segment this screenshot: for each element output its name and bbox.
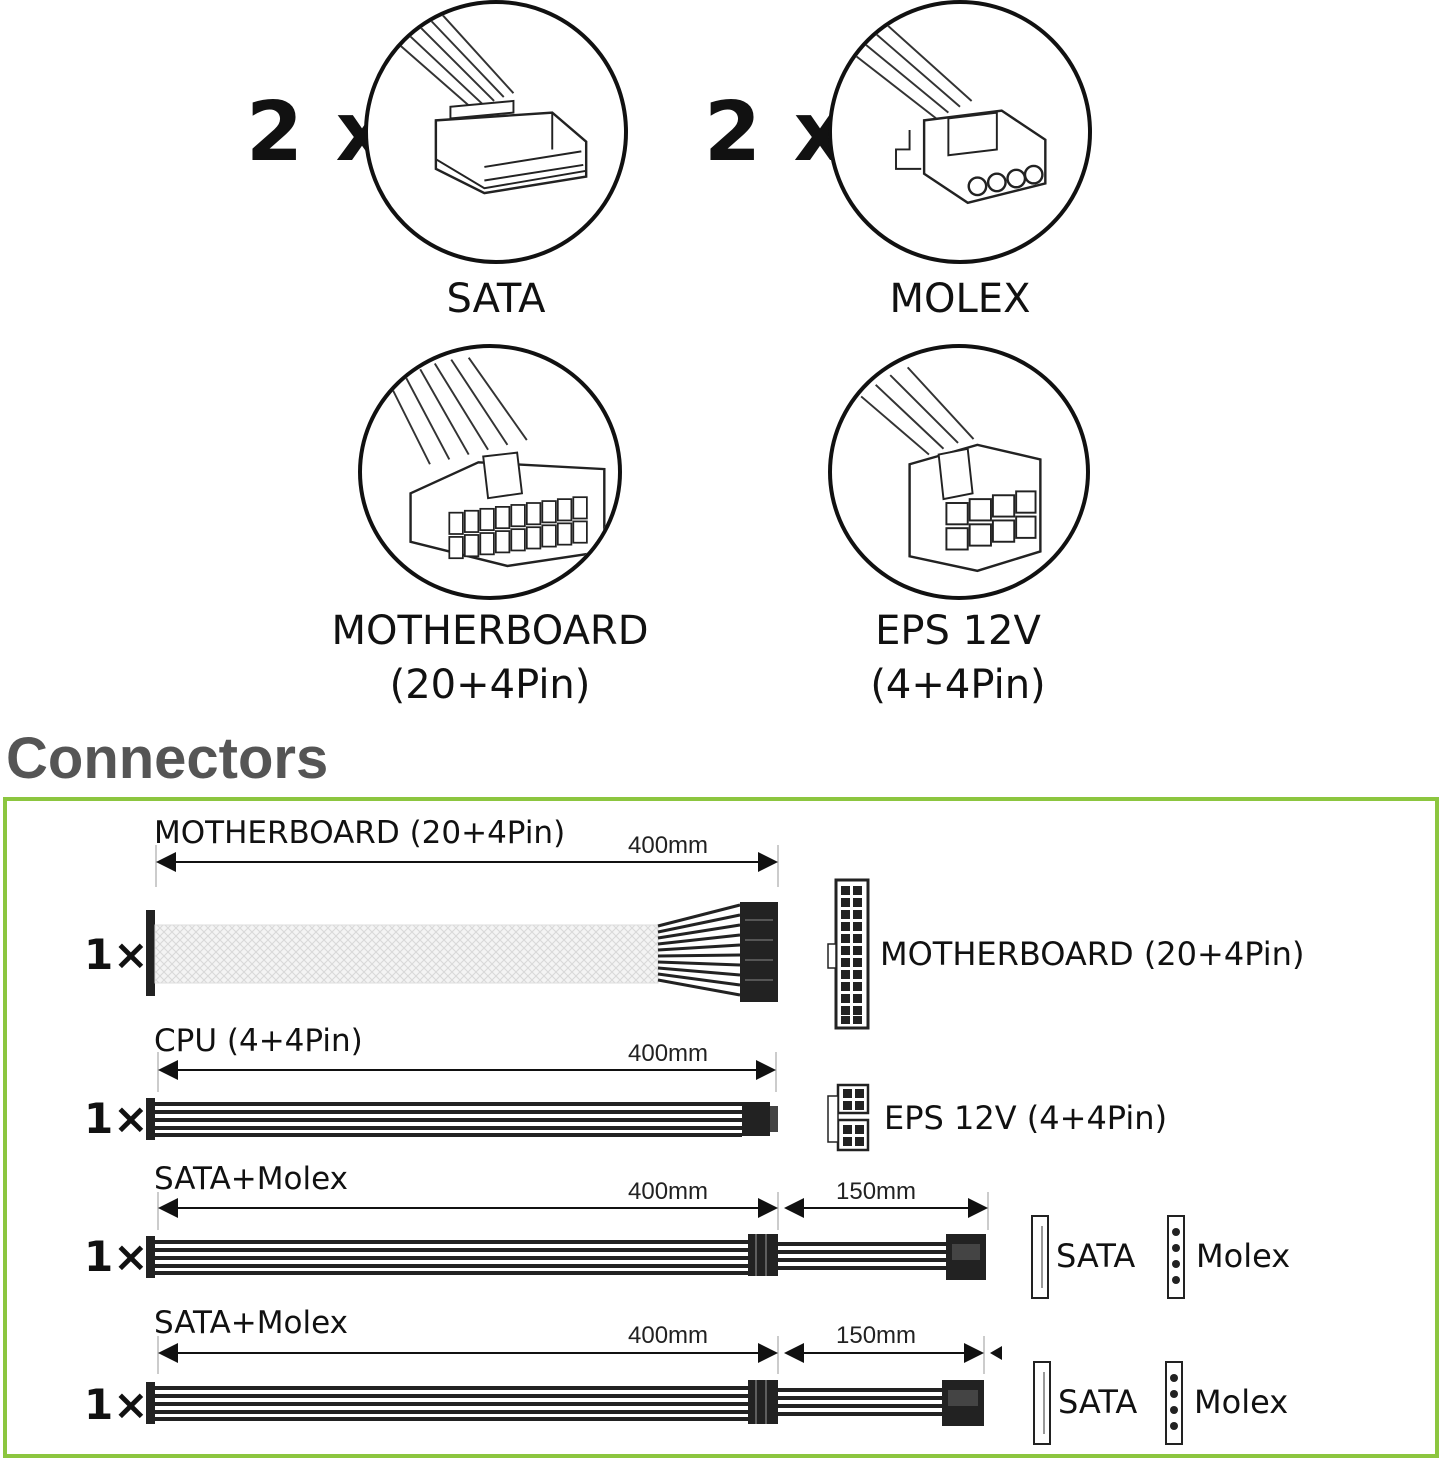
cable-name: SATA+Molex [154,1305,348,1341]
motherboard-label: MOTHERBOARD (20+4Pin) [260,604,720,712]
sata-label-line: SATA [446,276,546,322]
section-title: Connectors [6,726,329,791]
molex-plug-label: Molex [1196,1237,1291,1275]
cable-length: 400mm [628,1040,709,1067]
molex-label: MOLEX [730,272,1190,326]
sata-connector-icon [364,0,628,264]
cable-quantity: 1× [84,1232,149,1281]
eps-plug-pins [843,1089,864,1146]
cable-name: CPU (4+4Pin) [154,1023,363,1059]
motherboard-label-line-2: (20+4Pin) [389,662,591,708]
cable-name: MOTHERBOARD (20+4Pin) [154,815,566,851]
motherboard-plug-pins [841,886,862,1024]
cpu-cable [146,1052,870,1152]
cable-extension-length: 150mm [836,1178,917,1205]
sata-plug-label: SATA [1058,1383,1138,1421]
plug-label: MOTHERBOARD (20+4Pin) [880,935,1305,973]
eps-label-line-2: (4+4Pin) [870,662,1046,708]
motherboard-label-line-1: MOTHERBOARD [331,608,649,654]
molex-plug-label: Molex [1194,1383,1289,1421]
cable-quantity: 1× [84,1380,149,1429]
cable-extension-length: 150mm [836,1322,917,1349]
cable-length: 400mm [628,1178,709,1205]
eps-connector-icon [828,344,1090,600]
cable-name: SATA+Molex [154,1161,348,1197]
sata-plug-label: SATA [1056,1237,1136,1275]
molex-connector-icon [828,0,1092,264]
motherboard-connector-icon [358,344,622,600]
eps-label: EPS 12V (4+4Pin) [728,604,1188,712]
sata-molex-cable-1 [146,1192,1185,1299]
cables-panel [3,797,1439,1458]
cable-quantity: 1× [84,1094,149,1143]
cable-length: 400mm [628,1322,709,1349]
molex-label-line: MOLEX [889,276,1031,322]
sata-molex-cable-2 [146,1336,1183,1445]
motherboard-cable [146,845,870,1030]
plug-label: EPS 12V (4+4Pin) [884,1099,1168,1137]
cable-length: 400mm [628,832,709,859]
molex-quantity: 2 x [704,85,849,180]
cable-quantity: 1× [84,930,149,979]
eps-label-line-1: EPS 12V [875,608,1041,654]
sata-label: SATA [266,272,726,326]
